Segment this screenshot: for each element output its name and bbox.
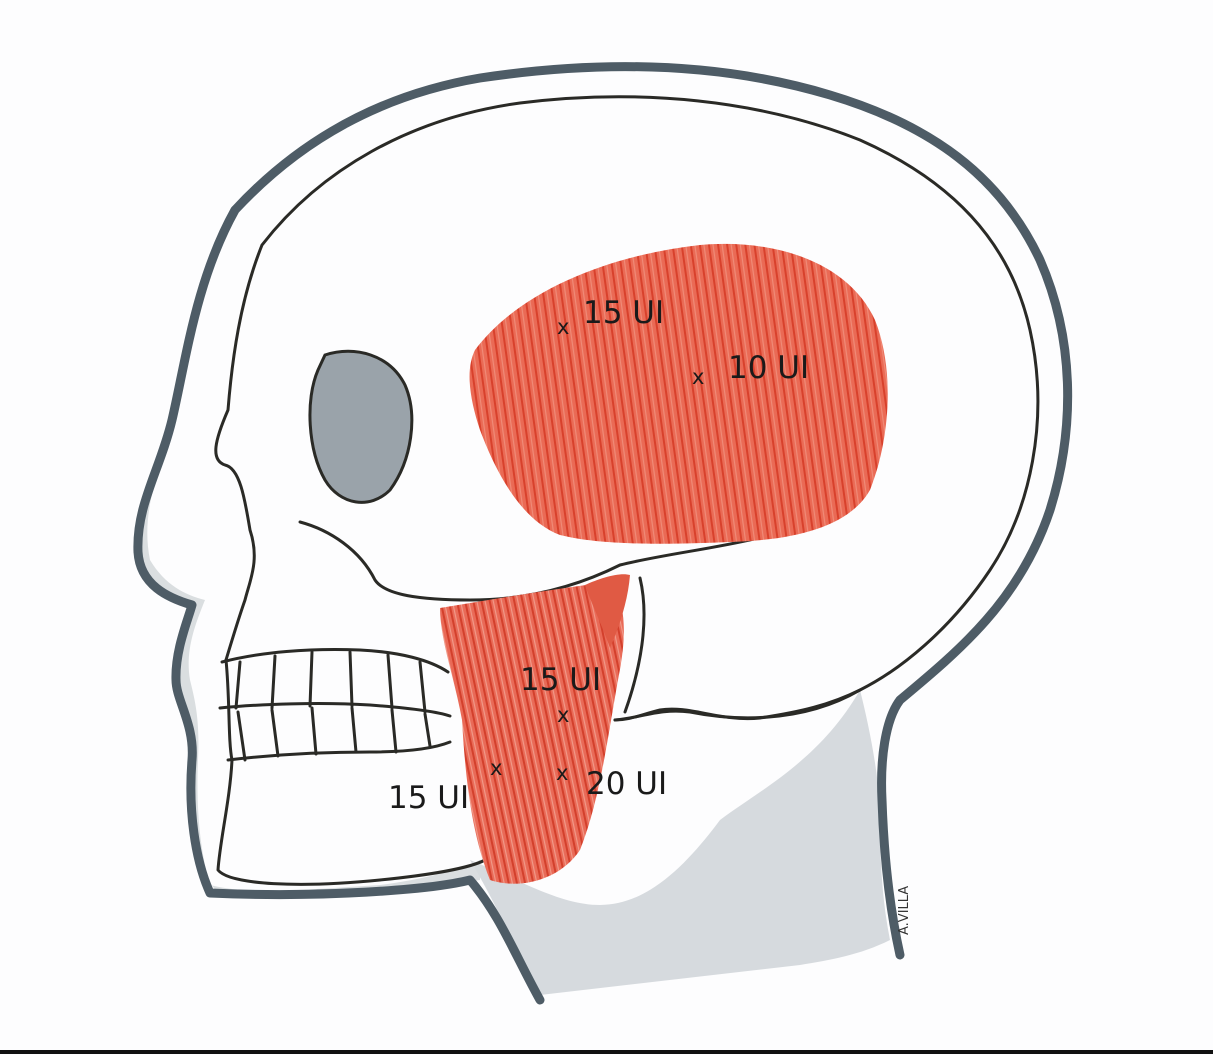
dose-label-masseter-left: 15 UI — [388, 780, 469, 816]
artist-signature: A.VILLA — [897, 886, 912, 935]
masseter-muscle — [440, 582, 624, 884]
temporal-muscle — [470, 244, 888, 544]
dose-label-masseter-right: 20 UI — [586, 766, 667, 802]
dose-label-temporal-upper: 15 UI — [583, 295, 664, 331]
injection-marker: x — [490, 756, 502, 780]
injection-marker: x — [692, 365, 704, 389]
injection-marker: x — [556, 761, 568, 785]
injection-marker: x — [557, 315, 569, 339]
dose-label-masseter-upper: 15 UI — [520, 662, 601, 698]
teeth — [220, 650, 450, 761]
orbit — [310, 351, 412, 502]
injection-marker: x — [557, 703, 569, 727]
neck-line — [615, 690, 860, 720]
dose-label-temporal-lower: 10 UI — [728, 350, 809, 386]
